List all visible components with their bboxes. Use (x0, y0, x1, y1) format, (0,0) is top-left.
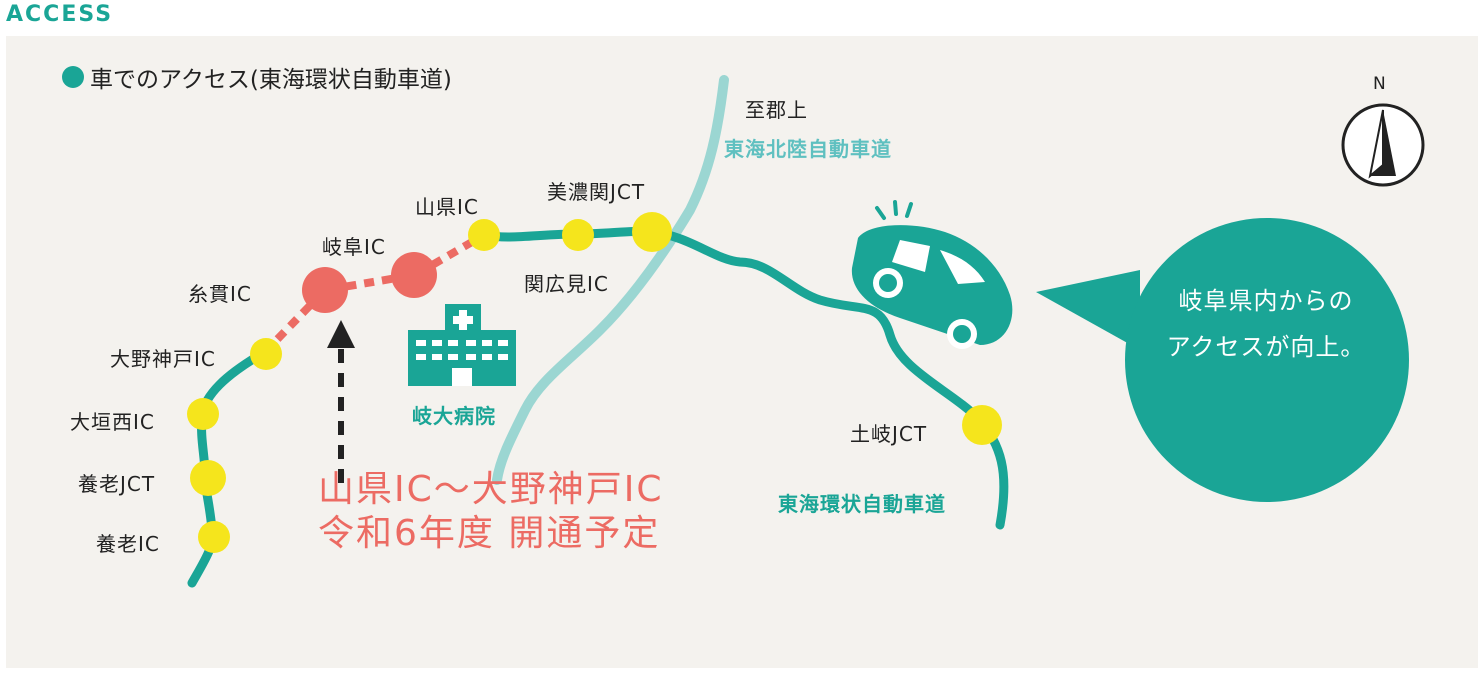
opening-announcement: 山県IC〜大野神戸IC 令和6年度 開通予定 (318, 468, 664, 556)
marker-ono-kobe-ic (250, 338, 282, 370)
label-hospital: 岐大病院 (412, 404, 496, 428)
marker-yamagata-ic (468, 219, 500, 251)
hospital-icon (408, 304, 516, 386)
label-seki-hiromi-ic: 関広見IC (524, 272, 609, 296)
arrow-up-icon (327, 320, 355, 483)
marker-seki-hiromi-ic (562, 219, 594, 251)
compass-icon (1341, 103, 1425, 187)
label-yoro-ic: 養老IC (96, 532, 160, 556)
label-mino-seki-jct: 美濃関JCT (547, 180, 646, 204)
legend-label: 車でのアクセス(東海環状自動車道) (90, 67, 452, 93)
compass-label: N (1373, 74, 1387, 94)
page-title: ACCESS (6, 2, 114, 27)
speech-bubble (1036, 218, 1409, 502)
bubble-line2: アクセスが向上。 (1166, 333, 1366, 361)
marker-ogaki-nishi-ic (187, 398, 219, 430)
label-yamagata-ic: 山県IC (415, 195, 479, 219)
label-gifu-ic: 岐阜IC (322, 235, 386, 259)
bubble-text: 岐阜県内からの アクセスが向上。 (1126, 278, 1406, 370)
marker-itonuki-ic (302, 267, 348, 313)
label-tokai-hokuriku: 東海北陸自動車道 (724, 137, 892, 161)
label-toki-jct: 土岐JCT (850, 422, 928, 446)
label-tokai-kanjo: 東海環状自動車道 (778, 492, 946, 516)
ic-markers (187, 212, 1002, 553)
marker-yoro-ic (198, 521, 230, 553)
label-ono-kobe-ic: 大野神戸IC (110, 347, 216, 371)
marker-yoro-jct (190, 460, 226, 496)
announcement-line1: 山県IC〜大野神戸IC (318, 469, 664, 510)
legend-dot-icon (62, 66, 84, 88)
road-new-section (262, 231, 487, 355)
marker-gifu-ic (391, 252, 437, 298)
bubble-line1: 岐阜県内からの (1178, 287, 1354, 315)
announcement-line2: 令和6年度 開通予定 (318, 513, 661, 554)
label-yoro-jct: 養老JCT (78, 472, 156, 496)
label-itonuki-ic: 糸貫IC (188, 282, 252, 306)
legend: 車でのアクセス(東海環状自動車道) (62, 60, 452, 94)
road-tokai-hokuriku (492, 75, 729, 485)
car-icon (851, 200, 1013, 349)
marker-mino-seki-jct (632, 212, 672, 252)
label-ogaki-nishi-ic: 大垣西IC (70, 410, 155, 434)
marker-toki-jct (962, 405, 1002, 445)
label-to-gujo: 至郡上 (745, 98, 808, 122)
